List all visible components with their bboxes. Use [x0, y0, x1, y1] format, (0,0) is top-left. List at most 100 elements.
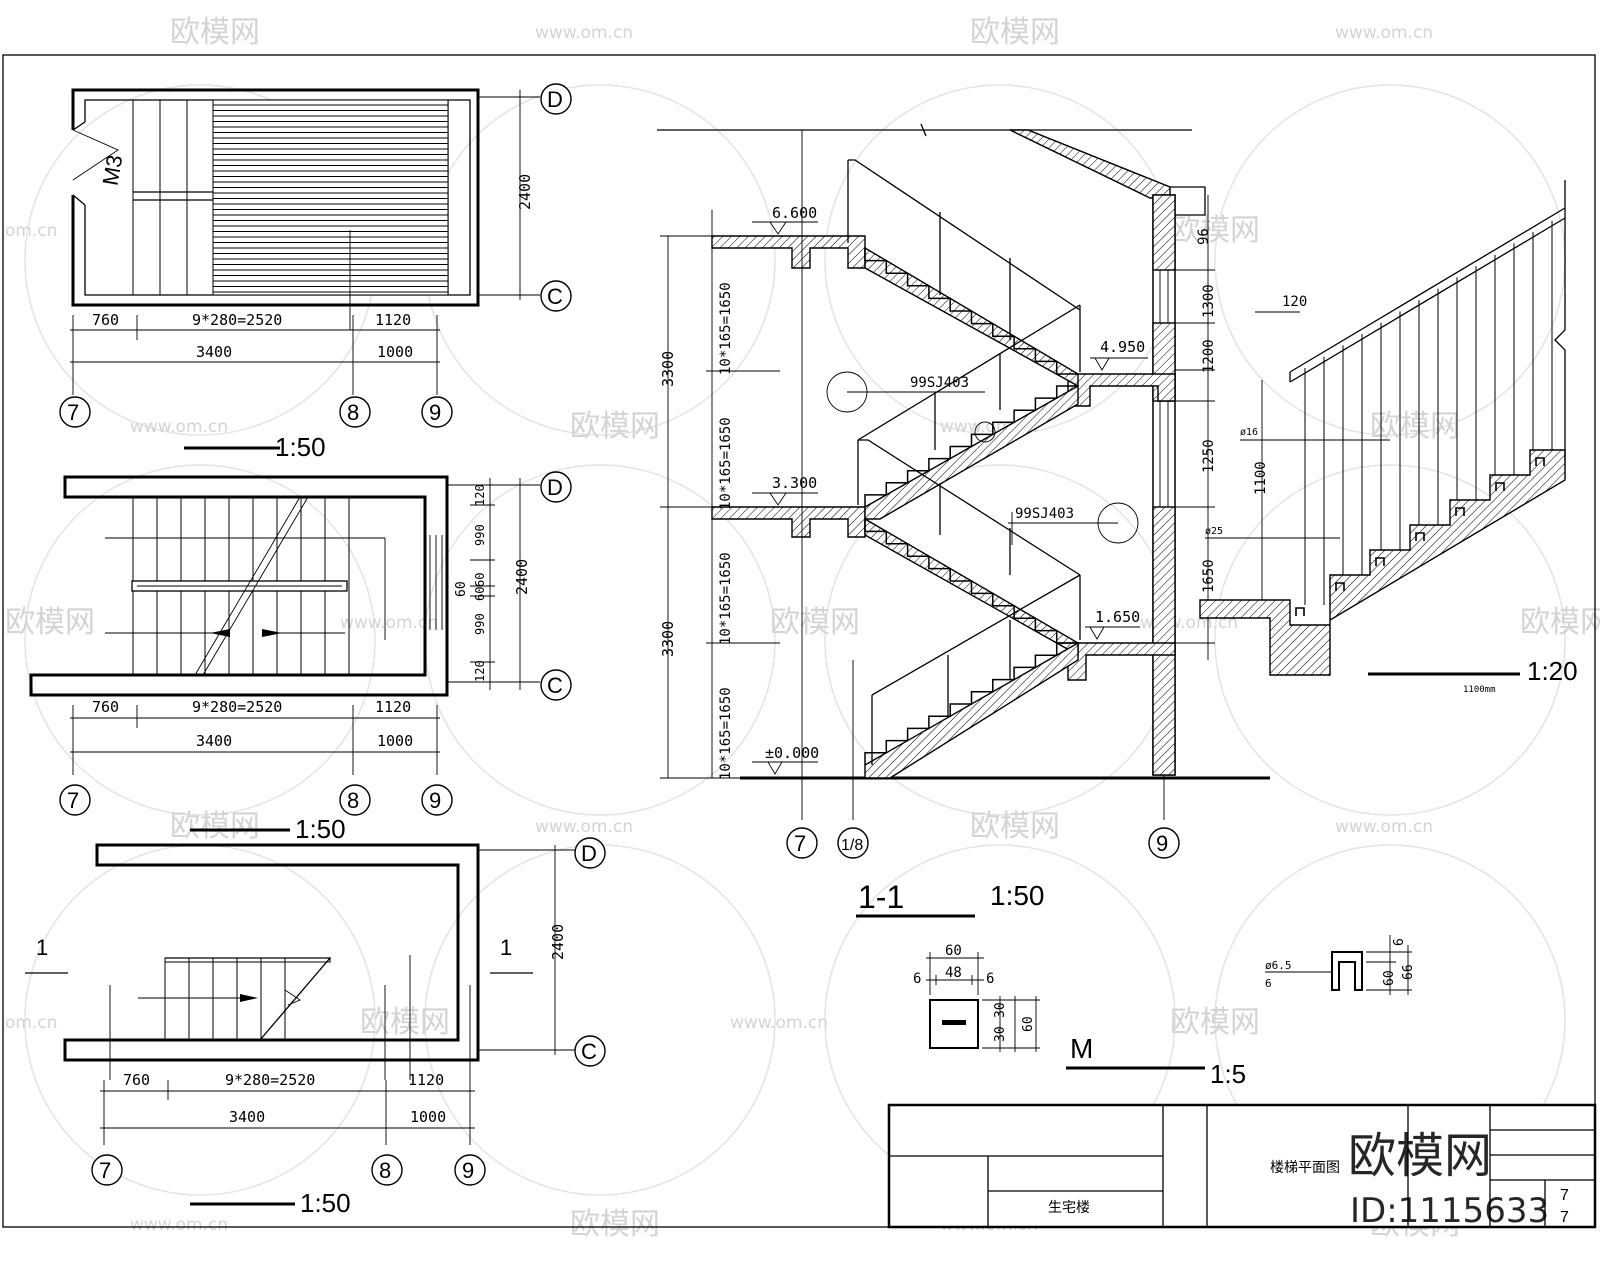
dim-3400: 3400	[229, 1108, 265, 1126]
clip-dim-60: 60	[1382, 970, 1397, 986]
dim-30: 30	[993, 1026, 1008, 1042]
flight-3-steps	[864, 385, 1078, 507]
plan-bottom: 1 1 2400 D C 760 9*280=2520 1120 3400 10…	[25, 837, 606, 1218]
svg-text:9: 9	[462, 1158, 474, 1183]
right-dim-label: 990	[473, 613, 487, 635]
watermark-url: om.cn	[5, 221, 58, 241]
watermark-id: ID:1115633	[1350, 1191, 1549, 1231]
dim-760: 760	[92, 311, 119, 329]
landing-slab-4950	[1067, 373, 1176, 407]
dim-1200: 1200	[1201, 339, 1217, 373]
svg-text:C: C	[547, 673, 563, 698]
tread-clip	[1295, 607, 1305, 616]
dim-760: 760	[123, 1071, 150, 1089]
axis-7-marker: 7	[91, 1154, 123, 1186]
svg-text:7: 7	[99, 1158, 111, 1183]
tread-clip	[1495, 482, 1505, 491]
drawing-name: 楼梯平面图	[1270, 1159, 1340, 1175]
dim-1300: 1300	[1201, 284, 1217, 318]
watermark-url: www.om.cn	[1335, 817, 1433, 837]
dim-30: 30	[993, 1002, 1008, 1018]
right-dim-label: 990	[473, 524, 487, 546]
step-profile	[864, 642, 1078, 765]
axis-8-marker: 8	[371, 1154, 403, 1186]
svg-text:6.600: 6.600	[772, 204, 817, 222]
axis-c-marker: C	[540, 669, 572, 701]
clip-dim-66: 66	[1401, 964, 1416, 980]
watermark-brand: 欧模网	[970, 809, 1060, 844]
sheet-border	[2, 54, 1596, 1228]
dim-width: 2400	[513, 559, 531, 595]
flight-1-steps	[864, 642, 1078, 765]
dim-48: 48	[945, 965, 962, 981]
svg-text:8: 8	[347, 788, 359, 813]
stair-slab	[1199, 449, 1566, 676]
dim-treads: 9*280=2520	[192, 698, 282, 716]
watermark-layer: 欧模网 www.om.cn 欧模网 www.om.cn om.cn 欧模网 欧模…	[5, 15, 1600, 1242]
watermark-url: www.om.cn	[130, 1215, 228, 1235]
watermark-big-brand: 欧模网	[1348, 1128, 1492, 1184]
watermark-brand: 欧模网	[570, 1207, 660, 1242]
m-scale: 1:5	[1210, 1059, 1246, 1089]
dim-width: 2400	[549, 924, 567, 960]
axis-7-marker: 7	[786, 827, 818, 859]
axis-9-marker: 9	[421, 784, 453, 816]
watermark-brand: 欧模网	[1170, 213, 1260, 248]
dim-1000: 1000	[410, 1108, 446, 1126]
dim-3400: 3400	[196, 732, 232, 750]
svg-text:7: 7	[67, 400, 79, 425]
watermark-url: www.om.cn	[730, 1013, 828, 1033]
dim-760: 760	[92, 698, 119, 716]
step-profile	[864, 385, 1078, 507]
watermark-brand: 欧模网	[360, 1005, 450, 1040]
stair-treads	[164, 958, 286, 1040]
dim-width: 2400	[516, 174, 534, 210]
right-dim-label: 60	[473, 573, 487, 587]
dim-96: 96	[1196, 228, 1212, 245]
clip-dim-6: 6	[1392, 938, 1407, 946]
tread-clip	[1335, 582, 1345, 591]
ref-99sj403: 99SJ403	[1015, 506, 1074, 522]
sheet-no: 7	[1560, 1187, 1569, 1204]
svg-text:9: 9	[429, 788, 441, 813]
dim-3300: 3300	[659, 351, 677, 387]
tread-clip	[1535, 457, 1545, 466]
svg-text:7: 7	[794, 831, 806, 856]
watermark-brand: 欧模网	[1520, 605, 1600, 640]
floor-slab-6600	[711, 235, 866, 269]
dim-1100: 1100	[1253, 461, 1269, 495]
level-4950: 4.950	[1090, 338, 1148, 371]
section-title: 1-1	[858, 879, 904, 915]
detail-note: 1100mm	[1463, 685, 1496, 695]
svg-text:D: D	[581, 841, 597, 866]
project-name: 生宅楼	[1048, 1199, 1090, 1215]
scale-label: 1:50	[275, 432, 326, 462]
watermark-brand: 欧模网	[1170, 1005, 1260, 1040]
dim-3300: 3300	[659, 621, 677, 657]
flight-1	[864, 641, 1079, 779]
dim-1000: 1000	[377, 732, 413, 750]
axis-8-marker: 8	[339, 396, 371, 428]
watermark-brand: 欧模网	[5, 605, 95, 640]
svg-text:1.650: 1.650	[1095, 608, 1140, 626]
axis-7-marker: 7	[59, 396, 91, 428]
svg-text:1/8: 1/8	[841, 837, 863, 854]
svg-text:8: 8	[379, 1158, 391, 1183]
dim-6: 6	[913, 971, 921, 987]
right-dim-label: 120	[473, 660, 487, 682]
sheet-total: 7	[1560, 1209, 1569, 1226]
watermark-brand: 欧模网	[170, 15, 260, 50]
svg-text:9: 9	[429, 400, 441, 425]
dim-1000: 1000	[377, 343, 413, 361]
flight-2-steps	[864, 519, 1078, 644]
dim-120: 120	[1282, 294, 1307, 310]
section-mark-left: 1	[36, 935, 48, 960]
clip-profile	[1331, 951, 1363, 991]
axis-d-marker: D	[574, 837, 606, 869]
scale-label: 1:50	[295, 814, 346, 844]
dim-1120: 1120	[375, 698, 411, 716]
dim-flight: 10*165=1650	[718, 417, 734, 510]
tread-clips	[1295, 457, 1545, 616]
